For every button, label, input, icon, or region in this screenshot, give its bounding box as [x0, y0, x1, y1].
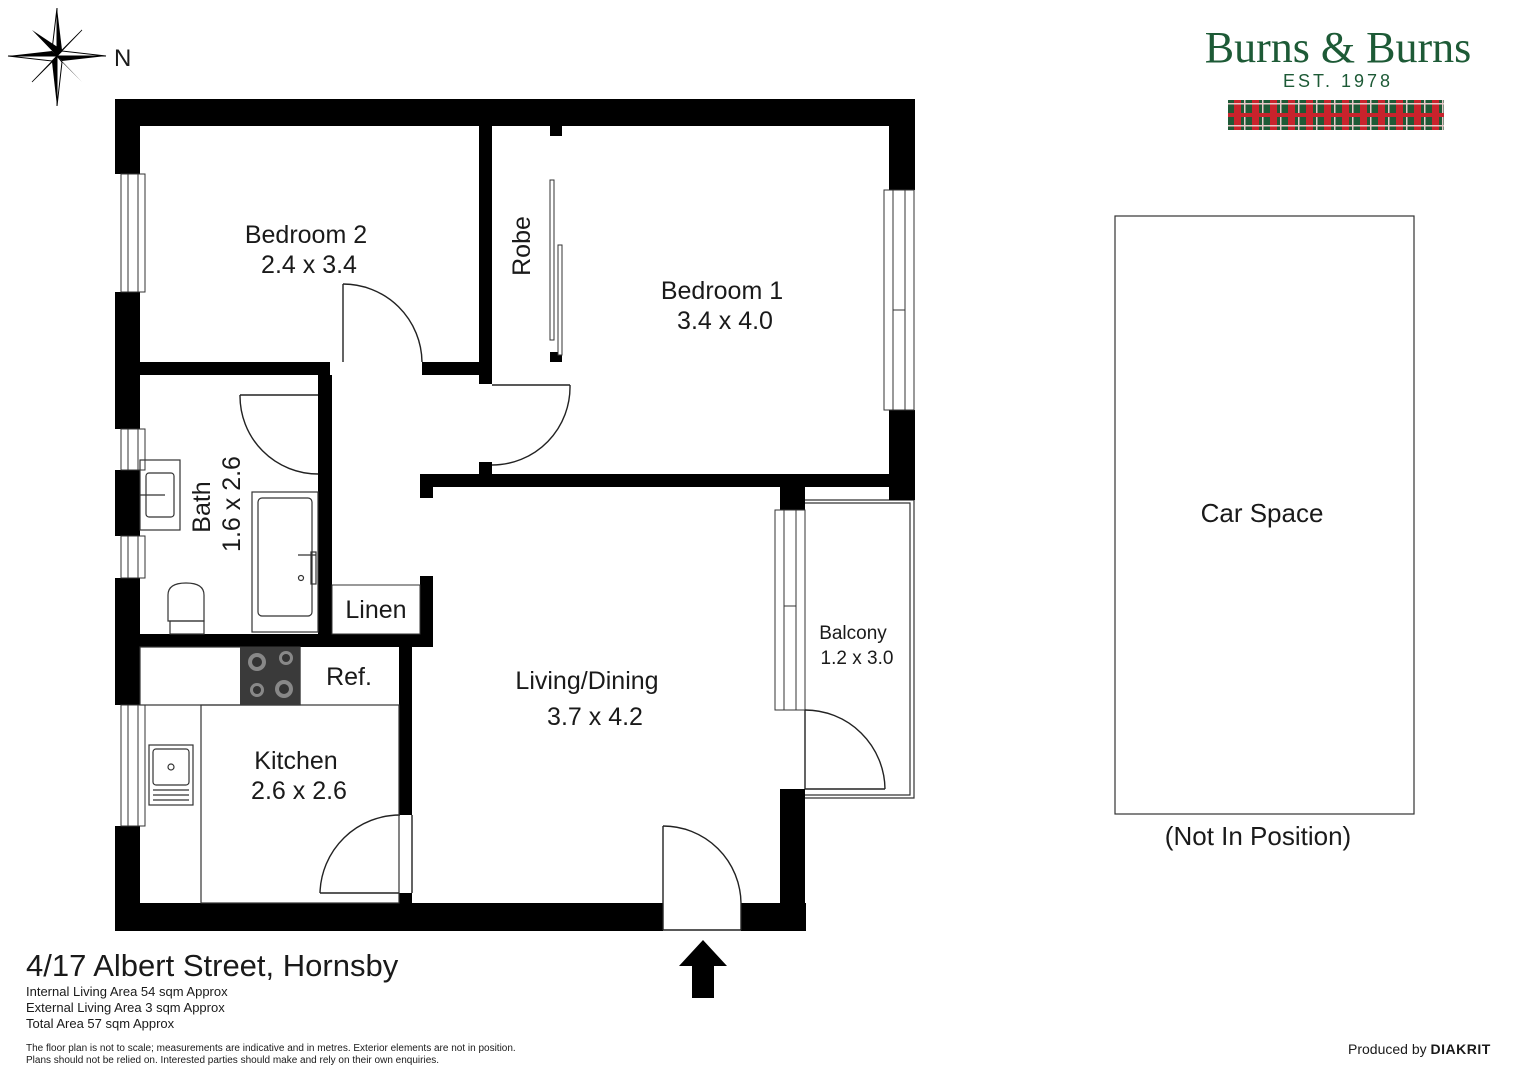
car-space-label: Car Space: [1201, 498, 1324, 528]
produced-by-label: Produced by: [1348, 1041, 1427, 1057]
robe-sliding-door: [549, 179, 563, 356]
linen-cupboard: [331, 584, 421, 635]
room-size-kitchen: 2.6 x 2.6: [251, 777, 347, 805]
total-area: Total Area 57 sqm Approx: [26, 1016, 175, 1031]
internal-area: Internal Living Area 54 sqm Approx: [26, 984, 228, 999]
basin-icon: [139, 459, 181, 531]
external-area: External Living Area 3 sqm Approx: [26, 1000, 225, 1015]
room-label-kitchen: Kitchen: [254, 747, 337, 775]
windows: [120, 173, 915, 827]
car-space-note: (Not In Position): [1165, 821, 1351, 851]
brand-name: Burns & Burns: [1205, 23, 1471, 72]
room-size-bedroom-2: 2.4 x 3.4: [261, 251, 357, 279]
room-label-bath: Bath: [188, 481, 216, 532]
footer: 4/17 Albert Street, Hornsby Internal Liv…: [26, 948, 398, 1032]
room-label-robe: Robe: [508, 216, 536, 276]
north-label: N: [114, 45, 131, 72]
car-space-outline: [1114, 215, 1415, 815]
room-label-bedroom-1: Bedroom 1: [661, 277, 783, 305]
tartan-pattern-icon: [1228, 100, 1444, 130]
room-label-linen: Linen: [345, 596, 406, 624]
producer-credit: Produced by DIAKRIT: [1348, 1041, 1491, 1057]
sink-icon: [148, 744, 194, 806]
compass-rose-icon: [7, 7, 107, 107]
property-address: 4/17 Albert Street, Hornsby: [26, 948, 399, 983]
doors: [239, 283, 886, 931]
walls: [115, 99, 915, 931]
entry-arrow-icon: [679, 940, 727, 998]
producer-name: DIAKRIT: [1430, 1041, 1491, 1057]
disclaimer-line-1: The floor plan is not to scale; measurem…: [26, 1043, 516, 1054]
balcony-outline: [805, 499, 915, 799]
room-size-bedroom-1: 3.4 x 4.0: [677, 307, 773, 335]
room-label-balcony: Balcony: [819, 623, 887, 644]
room-size-bath: 1.6 x 2.6: [218, 456, 246, 552]
cooktop-icon: [240, 647, 300, 705]
room-label-living-dining: Living/Dining: [515, 667, 658, 695]
toilet-icon: [167, 582, 205, 635]
room-size-balcony: 1.2 x 3.0: [821, 648, 894, 669]
disclaimer-line-2: Plans should not be relied on. Intereste…: [26, 1055, 440, 1066]
bathtub-icon: [251, 491, 319, 633]
room-label-ref: Ref.: [326, 663, 372, 691]
room-size-living-dining: 3.7 x 4.2: [547, 703, 643, 731]
room-label-bedroom-2: Bedroom 2: [245, 221, 367, 249]
brand-established: EST. 1978: [1283, 71, 1393, 91]
